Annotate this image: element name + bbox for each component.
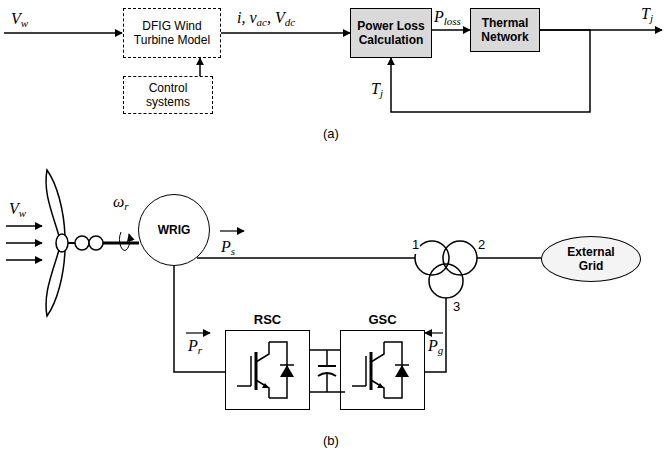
generator-circle: WRIG — [138, 194, 210, 266]
terminal-number: 2 — [477, 236, 486, 254]
process-box: Thermal Network — [470, 8, 540, 52]
dashed-control-box: Control systems — [123, 76, 213, 114]
connector — [199, 58, 201, 76]
process-box: Power Loss Calculation — [350, 8, 432, 58]
signal-label: Ploss — [433, 8, 462, 26]
panel-label: (b) — [322, 432, 340, 450]
signal-label: Vw — [8, 200, 27, 218]
grid-ellipse: External Grid — [541, 236, 641, 282]
connector — [310, 349, 340, 351]
node-text: Control systems — [127, 81, 209, 109]
terminal-number: 3 — [452, 298, 461, 316]
converter-box: RSC — [225, 312, 310, 410]
node-text: DFIG Wind Turbine Model — [127, 19, 217, 47]
dashed-model-box: DFIG Wind Turbine Model — [123, 8, 221, 58]
signal-label: Pg — [427, 337, 444, 355]
node-text: External Grid — [556, 245, 626, 273]
converter-box: GSC — [340, 312, 425, 410]
signal-label: Tj — [370, 80, 384, 98]
connector — [432, 29, 470, 31]
signal-label: Tj — [640, 5, 654, 23]
node-text: Thermal Network — [474, 16, 536, 44]
converter-frame — [340, 330, 425, 410]
signal-label: Ps — [220, 238, 236, 256]
node-text: RSC — [254, 312, 281, 328]
signal-label: Pr — [187, 337, 203, 355]
signal-label: i, vac, Vdc — [236, 9, 296, 27]
connector — [221, 32, 350, 34]
connector — [174, 266, 225, 372]
signal-label: Vw — [10, 10, 29, 28]
node-text: WRIG — [158, 223, 191, 237]
converter-frame — [225, 330, 310, 410]
node-text: GSC — [368, 312, 396, 328]
terminal-number: 1 — [411, 236, 420, 254]
signal-label: ωr — [112, 193, 130, 211]
node-text: Power Loss Calculation — [354, 19, 428, 47]
panel-label: (a) — [322, 125, 340, 143]
